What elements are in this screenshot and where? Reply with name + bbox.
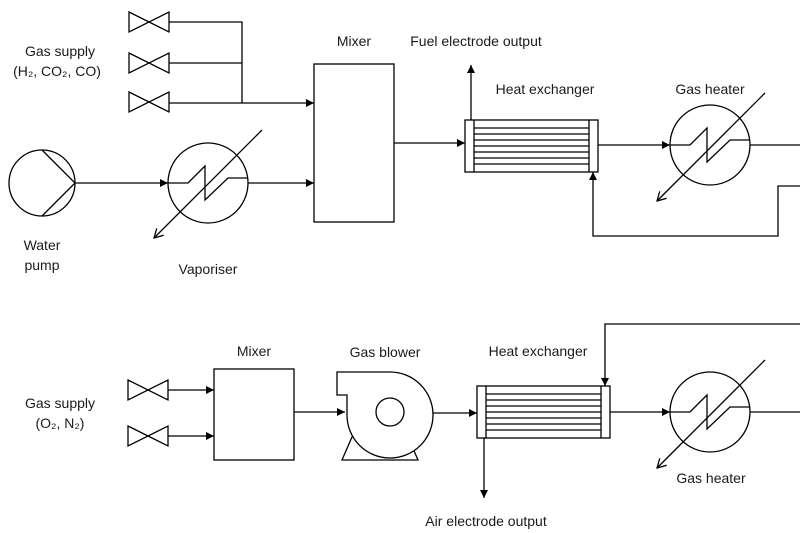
fuel-return-loop-line: [589, 172, 800, 237]
air-gas-heater-icon: [657, 359, 766, 468]
valve-icon: [128, 90, 170, 114]
fuel-heat-exchanger-icon: [464, 119, 599, 173]
air-gas-heater-label: Gas heater: [676, 470, 746, 486]
air-gas-supply-species: (O₂, N₂): [36, 415, 85, 431]
fuel-gas-heater-label: Gas heater: [675, 81, 745, 97]
water-pump-icon: [8, 149, 76, 217]
fuel-electrode-output-label: Fuel electrode output: [410, 33, 542, 49]
gas-blower-label: Gas blower: [350, 344, 421, 360]
gas-blower-icon: [336, 371, 434, 461]
fuel-mixer-label: Mixer: [337, 33, 372, 49]
fuel-mixer-box: [313, 63, 395, 223]
fuel-gas-heater-icon: [657, 92, 766, 201]
fuel-gas-manifold: [169, 21, 314, 107]
water-pump-label-line2: pump: [24, 257, 59, 273]
air-mixer-box: [213, 368, 295, 461]
fuel-gas-supply-label: Gas supply: [25, 43, 95, 59]
valve-icon: [128, 10, 170, 34]
vaporiser-label: Vaporiser: [179, 261, 238, 277]
air-gas-supply-label: Gas supply: [25, 395, 95, 411]
valve-icon: [127, 378, 169, 402]
fuel-line: Gas supply (H₂, CO₂, CO) Water pump Vapo…: [8, 10, 800, 277]
air-electrode-output-label: Air electrode output: [425, 513, 547, 529]
water-pump-label-line1: Water: [24, 237, 61, 253]
air-return-loop-line: [601, 323, 800, 386]
fuel-gas-supply-valves: [128, 10, 170, 114]
vaporiser-icon: [154, 129, 263, 238]
air-heat-exchanger-label: Heat exchanger: [489, 343, 588, 359]
air-heat-exchanger-icon: [476, 385, 611, 439]
fuel-heat-exchanger-label: Heat exchanger: [496, 81, 595, 97]
fuel-gas-supply-species: (H₂, CO₂, CO): [13, 63, 101, 79]
valve-icon: [128, 51, 170, 75]
air-mixer-label: Mixer: [237, 343, 272, 359]
valve-icon: [127, 424, 169, 448]
air-line: Gas supply (O₂, N₂) Mixer Gas blower Hea: [25, 323, 800, 529]
